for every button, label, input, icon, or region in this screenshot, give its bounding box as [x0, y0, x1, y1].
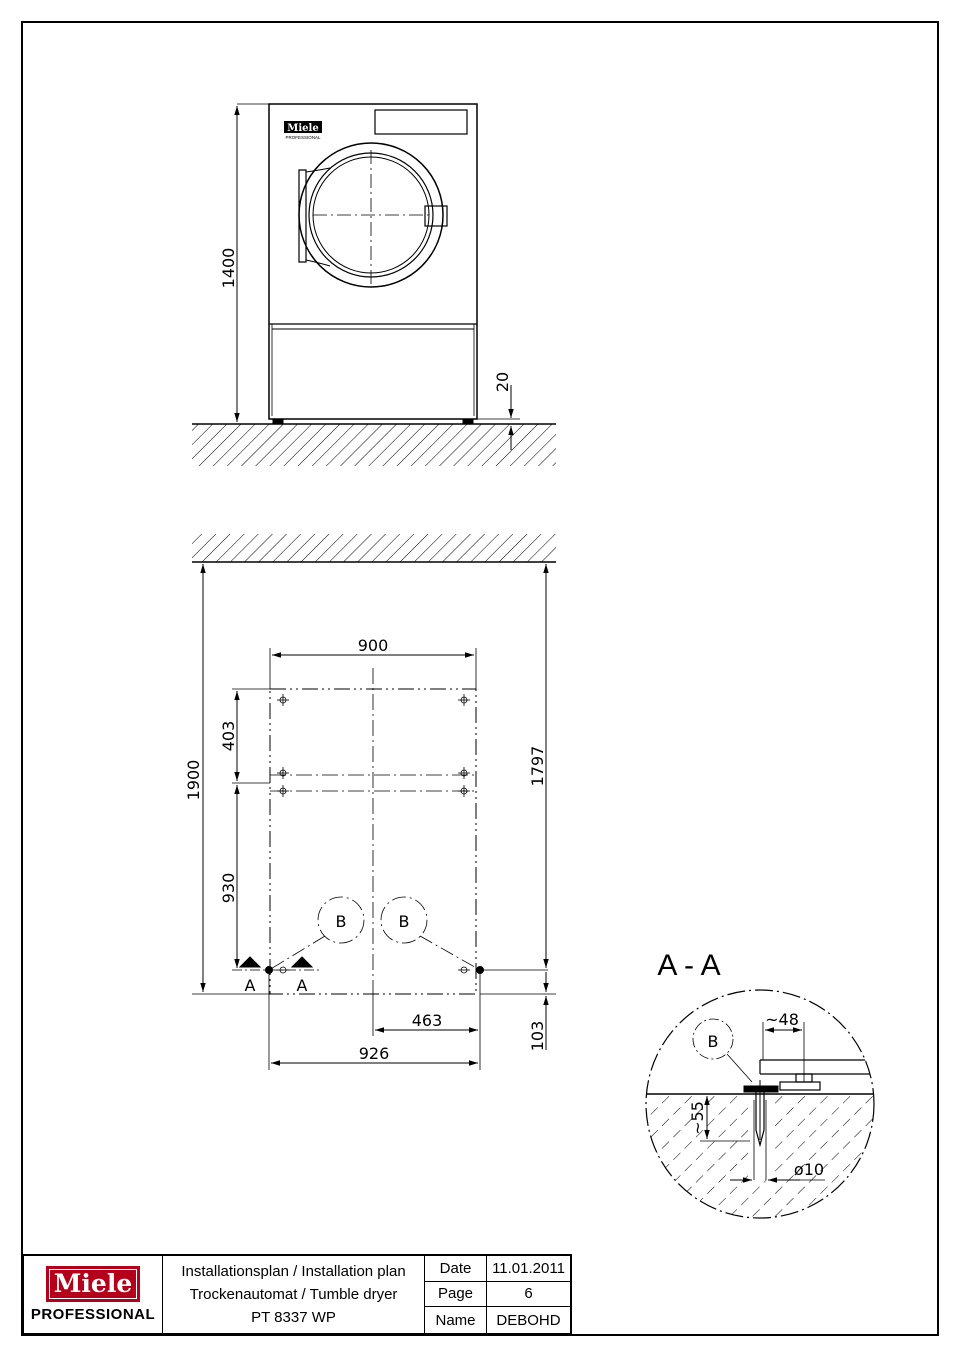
dim-feet-20: 20: [493, 372, 512, 392]
dim-1900: 1900: [184, 760, 203, 801]
wall-hatch: [192, 534, 556, 562]
dim-height-1400: 1400: [219, 248, 238, 289]
detail-title: A - A: [657, 949, 720, 982]
title-text: Installationsplan / Installation plan Tr…: [163, 1256, 425, 1333]
detail-label-b-right: B: [399, 912, 410, 931]
front-elevation: [192, 103, 556, 466]
title-line-3: PT 8337 WP: [251, 1308, 336, 1326]
section-label-a-left: A: [245, 976, 256, 995]
dim-1797: 1797: [528, 746, 547, 787]
detail-marker-b: B: [708, 1032, 719, 1051]
title-line-2: Trockenautomat / Tumble dryer: [189, 1285, 398, 1303]
dim-403: 403: [219, 721, 238, 752]
dim-48: ~48: [765, 1010, 799, 1029]
date-value: 11.01.2011: [487, 1256, 570, 1282]
dim-55: ~55: [688, 1101, 707, 1135]
detail-boundary: [645, 989, 875, 1219]
miele-logo: Miele PROFESSIONAL: [24, 1256, 163, 1333]
door-hinge: [298, 169, 307, 263]
mounting-points: [277, 694, 470, 974]
foot-right: [462, 418, 474, 425]
section-arrow-left: [238, 956, 262, 968]
plan-view: [192, 534, 556, 1070]
brand-label: Miele: [287, 123, 318, 134]
page-value: 6: [487, 1282, 570, 1308]
title-meta-grid: Date 11.01.2011 Page 6 Name DEBOHD: [425, 1256, 570, 1333]
sheet-border: [21, 21, 939, 1336]
brand-plate: Miele PROFESSIONAL: [284, 121, 322, 140]
dim-diameter-10: ø10: [794, 1160, 824, 1179]
logo-wordmark: Miele: [45, 1266, 141, 1302]
logo-subtitle: PROFESSIONAL: [30, 1306, 156, 1323]
floor-hatch: [192, 424, 556, 466]
date-label: Date: [425, 1256, 487, 1282]
dim-926: 926: [359, 1044, 390, 1063]
page-label: Page: [425, 1281, 487, 1308]
dim-width-900: 900: [358, 636, 389, 655]
detail-marker-circle: [692, 1018, 734, 1060]
section-label-a-right: A: [297, 976, 308, 995]
section-arrow-right: [290, 956, 314, 968]
brand-sublabel: PROFESSIONAL: [285, 135, 321, 140]
dim-463: 463: [412, 1011, 443, 1030]
title-line-1: Installationsplan / Installation plan: [181, 1262, 406, 1280]
detail-circle-b-right: [380, 896, 428, 944]
section-detail: [646, 1059, 874, 1218]
detail-label-b-left: B: [336, 912, 347, 931]
detail-circle-b-left: [317, 896, 365, 944]
name-value: DEBOHD: [496, 1311, 561, 1329]
foot-left: [272, 418, 284, 425]
dryer-cabinet: [268, 103, 478, 420]
control-display: [374, 109, 468, 135]
name-label: Name: [425, 1307, 487, 1333]
door-handle: [424, 205, 448, 227]
title-block: Miele PROFESSIONAL Installationsplan / I…: [22, 1254, 572, 1335]
section-detail-frame: [645, 989, 875, 1219]
dim-103: 103: [528, 1021, 547, 1052]
dim-930: 930: [219, 873, 238, 904]
